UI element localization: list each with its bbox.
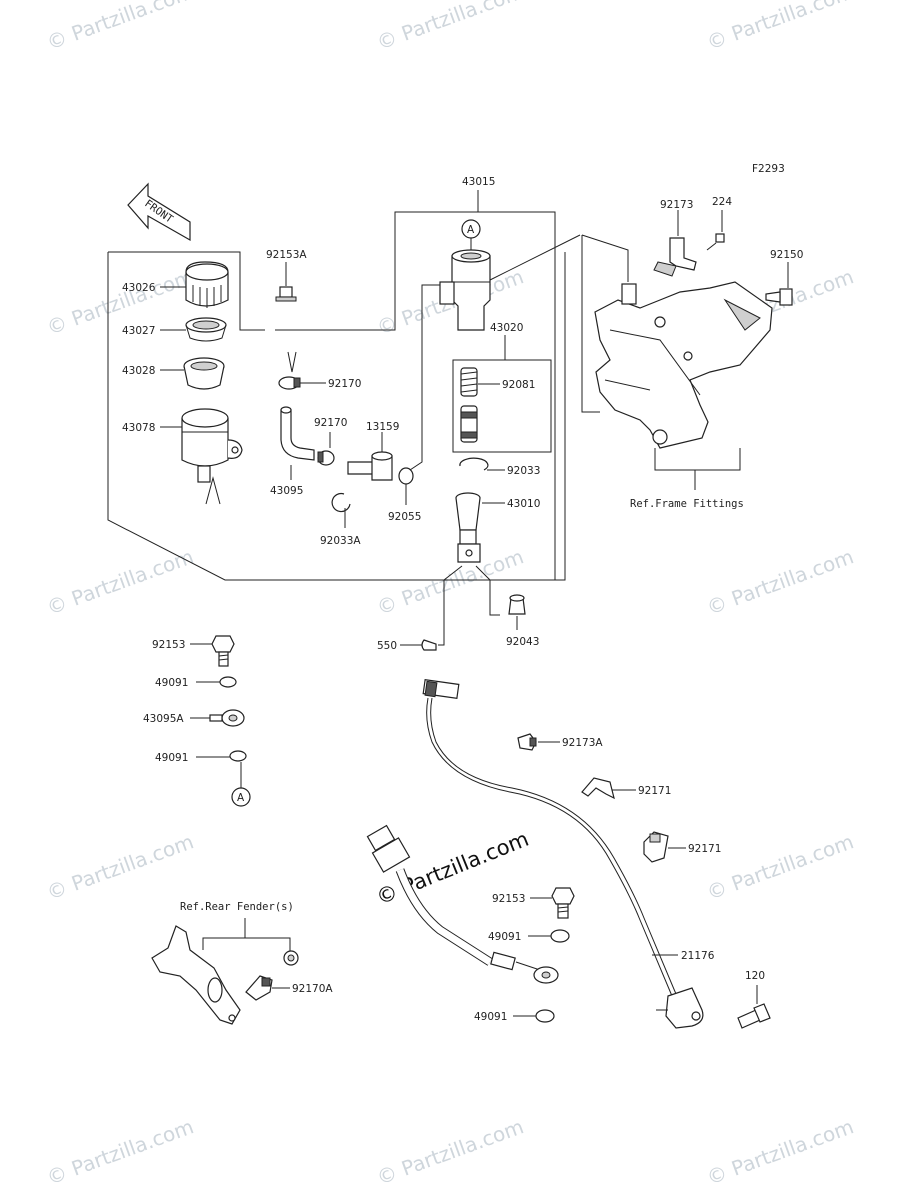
washer-49091-b <box>229 750 247 762</box>
cotter-pin-550 <box>421 639 437 651</box>
label-92173: 92173 <box>660 199 693 211</box>
watermark: © Partzilla.com <box>374 544 527 619</box>
banjo-bolt-92153-lower <box>551 887 575 919</box>
label-92081: 92081 <box>502 379 535 391</box>
watermark: © Partzilla.com <box>704 829 857 904</box>
fitting-13159 <box>347 451 393 481</box>
oring-92055 <box>398 467 414 485</box>
clamp-92173A <box>517 733 537 751</box>
ref-frame-fittings: Ref.Frame Fittings <box>630 498 744 510</box>
figure-code: F2293 <box>752 163 785 175</box>
label-49091-c: 49091 <box>488 931 521 943</box>
diaphragm-43028 <box>183 357 225 390</box>
marker-a-top-label: A <box>467 224 475 236</box>
label-43095A: 43095A <box>143 713 184 725</box>
clip-92173 <box>653 237 697 277</box>
diaphragm-plate-43027 <box>185 317 227 342</box>
hose-43095 <box>280 406 315 461</box>
label-49091-b: 49091 <box>155 752 188 764</box>
spring-92081 <box>460 367 478 397</box>
reservoir-tank-43078 <box>181 408 243 483</box>
label-92171-lower: 92171 <box>688 843 721 855</box>
label-550: 550 <box>377 640 397 652</box>
label-43026: 43026 <box>122 282 156 294</box>
washer-49091-c <box>550 929 570 943</box>
clamp-92170A <box>245 975 273 1001</box>
label-92170-upper: 92170 <box>328 378 361 390</box>
clamp-92170-upper <box>278 376 301 390</box>
bolt-120 <box>737 1003 771 1029</box>
assembly-outline: 43015 <box>107 176 581 581</box>
watermark: © Partzilla.com <box>704 1114 857 1189</box>
label-92055: 92055 <box>388 511 421 523</box>
label-92173A: 92173A <box>562 737 603 749</box>
watermark: © Partzilla.com <box>704 0 857 55</box>
circlip-92033A <box>331 492 351 513</box>
label-43078: 43078 <box>122 422 155 434</box>
pedal-bracket <box>594 281 773 449</box>
grommet-fender <box>283 950 299 966</box>
bolt-92150 <box>765 288 793 306</box>
clamp-92171-upper <box>581 777 615 800</box>
banjo-43095A <box>209 709 245 727</box>
screw-224 <box>706 233 725 251</box>
washer-49091-a <box>219 676 237 688</box>
label-92170-lower: 92170 <box>314 417 347 429</box>
pin-92043 <box>508 594 526 615</box>
brake-hose <box>240 662 559 984</box>
label-43020: 43020 <box>490 322 523 334</box>
label-92153A: 92153A <box>266 249 307 261</box>
fender-bracket <box>151 925 241 1025</box>
label-92150: 92150 <box>770 249 803 261</box>
circlip-92033 <box>459 457 489 471</box>
watermark: © Partzilla.com <box>44 1114 197 1189</box>
clamp-92171-lower <box>643 831 669 863</box>
bolt-92153A <box>275 286 297 302</box>
reservoir-cap-43026 <box>185 261 229 308</box>
label-43027: 43027 <box>122 325 155 337</box>
marker-a-bottom-label: A <box>237 792 245 804</box>
watermark: © Partzilla.com <box>704 544 857 619</box>
marker-a-bottom: A <box>231 762 251 807</box>
watermarks: © Partzilla.com © Partzilla.com © Partzi… <box>44 0 857 1190</box>
watermark: © Partzilla.com <box>374 1114 527 1189</box>
label-49091-a: 49091 <box>155 677 188 689</box>
sensor-cable-21176 <box>422 679 704 1029</box>
ref-rear-fender: Ref.Rear Fender(s) <box>180 901 294 913</box>
label-43028: 43028 <box>122 365 155 377</box>
label-13159: 13159 <box>366 421 399 433</box>
piston <box>460 405 478 443</box>
label-92043: 92043 <box>506 636 539 648</box>
watermark: © Partzilla.com <box>44 544 197 619</box>
label-120: 120 <box>745 970 765 982</box>
watermark: © Partzilla.com <box>44 264 197 339</box>
label-43015: 43015 <box>462 176 495 188</box>
clamp-92170-lower <box>317 450 335 466</box>
marker-a-top: A <box>461 219 481 250</box>
label-43095: 43095 <box>270 485 303 497</box>
label-49091-d: 49091 <box>474 1011 507 1023</box>
banjo-bolt-92153-upper <box>211 635 235 667</box>
washer-49091-d <box>535 1009 555 1023</box>
watermark: © Partzilla.com <box>44 829 197 904</box>
label-224: 224 <box>712 196 732 208</box>
label-92033: 92033 <box>507 465 540 477</box>
label-21176: 21176 <box>681 950 715 962</box>
master-cylinder-body <box>439 249 491 331</box>
push-rod-43010 <box>455 492 481 563</box>
label-43010: 43010 <box>507 498 540 510</box>
label-92170A: 92170A <box>292 983 333 995</box>
label-92033A: 92033A <box>320 535 361 547</box>
front-arrow: FRONT <box>127 182 191 242</box>
watermark: © Partzilla.com <box>44 0 197 55</box>
watermark: © Partzilla.com <box>374 0 527 55</box>
label-92171-upper: 92171 <box>638 785 671 797</box>
label-92153-lower: 92153 <box>492 893 525 905</box>
piston-kit-43020: 43020 92081 <box>452 322 552 453</box>
label-92153-upper: 92153 <box>152 639 185 651</box>
